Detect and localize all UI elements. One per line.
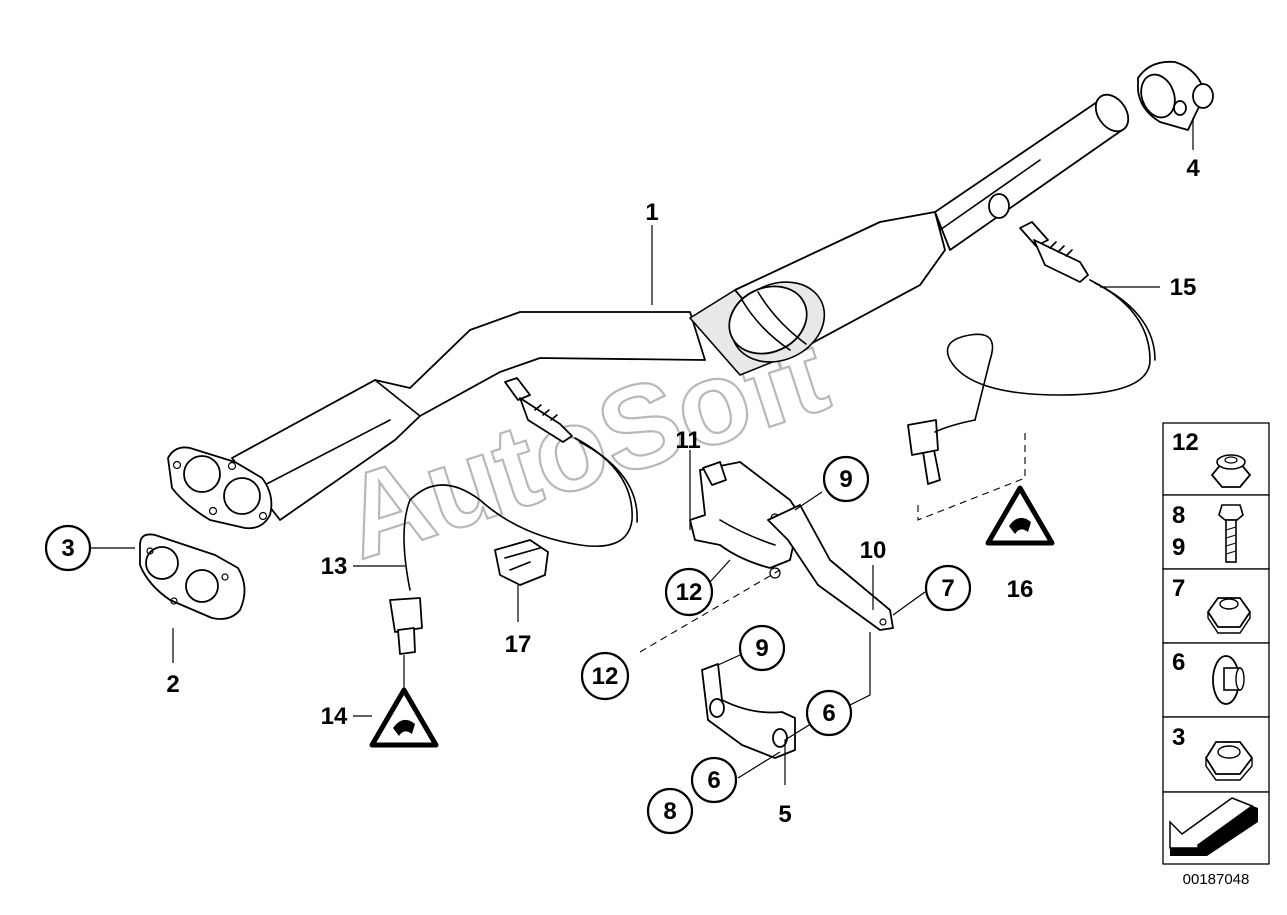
svg-text:10: 10 — [860, 537, 887, 564]
svg-text:5: 5 — [778, 801, 791, 828]
callout-15: 15 — [1170, 274, 1197, 301]
svg-text:12: 12 — [676, 579, 703, 606]
svg-text:13: 13 — [321, 553, 348, 580]
legend-label-3: 3 — [1172, 724, 1185, 751]
parts-legend: 12 8 9 7 6 3 — [1162, 422, 1270, 865]
callout-9-upper: 9 — [822, 455, 870, 503]
callout-3: 3 — [44, 524, 92, 572]
callout-9-lower: 9 — [738, 624, 786, 672]
svg-text:4: 4 — [1186, 155, 1200, 182]
svg-text:9: 9 — [839, 466, 852, 493]
svg-text:8: 8 — [663, 798, 676, 825]
legend-label-7: 7 — [1172, 575, 1185, 602]
legend-label-6: 6 — [1172, 649, 1185, 676]
washer-screw-icon — [1212, 655, 1245, 705]
support-strut — [767, 504, 894, 631]
legend-label-8: 8 — [1172, 502, 1185, 529]
collar-nut-icon — [1210, 454, 1252, 488]
svg-text:15: 15 — [1170, 274, 1197, 301]
callout-14: 14 — [321, 703, 348, 730]
bolt-icon — [1218, 504, 1244, 563]
catalytic-converter — [167, 93, 1130, 530]
svg-text:6: 6 — [707, 767, 720, 794]
svg-text:16: 16 — [1007, 576, 1034, 603]
flange-gasket — [139, 533, 246, 620]
svg-text:2: 2 — [166, 671, 179, 698]
diagram-id: 00187048 — [1183, 871, 1250, 888]
legend-label-12: 12 — [1172, 429, 1199, 456]
callout-4: 4 — [1186, 155, 1200, 182]
flange-nut-icon — [1204, 741, 1254, 781]
svg-text:17: 17 — [505, 631, 532, 658]
callout-1: 1 — [645, 199, 658, 226]
callout-2: 2 — [166, 671, 179, 698]
legend-cell-8-9 — [1162, 494, 1270, 570]
legend-cell-12 — [1162, 422, 1270, 496]
callout-17: 17 — [505, 631, 532, 658]
svg-text:3: 3 — [61, 535, 74, 562]
pipe-clamp — [1137, 60, 1214, 131]
callout-7: 7 — [924, 564, 972, 612]
callout-6-upper: 6 — [805, 689, 853, 737]
callout-10: 10 — [860, 537, 887, 564]
oxygen-sensor-rear — [907, 221, 1156, 485]
leader-lines — [90, 118, 1194, 785]
oxygen-sensor-front — [389, 377, 638, 655]
callout-5: 5 — [778, 801, 791, 828]
callout-13: 13 — [321, 553, 348, 580]
warning-triangle-icon — [985, 485, 1055, 546]
svg-text:1: 1 — [645, 199, 658, 226]
svg-text:12: 12 — [592, 663, 619, 690]
callout-12-lower: 12 — [580, 651, 630, 701]
hex-nut-icon — [1206, 597, 1252, 634]
svg-text:7: 7 — [941, 575, 954, 602]
svg-text:14: 14 — [321, 703, 348, 730]
callout-11: 11 — [675, 427, 700, 454]
direction-arrow-icon — [1169, 797, 1258, 856]
lower-bracket — [701, 663, 796, 759]
callout-12-upper: 12 — [664, 567, 714, 617]
legend-label-9: 9 — [1172, 534, 1185, 561]
callout-8: 8 — [646, 787, 694, 835]
callout-6-lower: 6 — [690, 756, 738, 804]
svg-text:6: 6 — [822, 700, 835, 727]
wire-clip — [494, 539, 549, 586]
svg-text:9: 9 — [755, 635, 768, 662]
svg-text:11: 11 — [675, 427, 700, 454]
callout-16: 16 — [1007, 576, 1034, 603]
warning-triangle-icon — [369, 687, 439, 748]
